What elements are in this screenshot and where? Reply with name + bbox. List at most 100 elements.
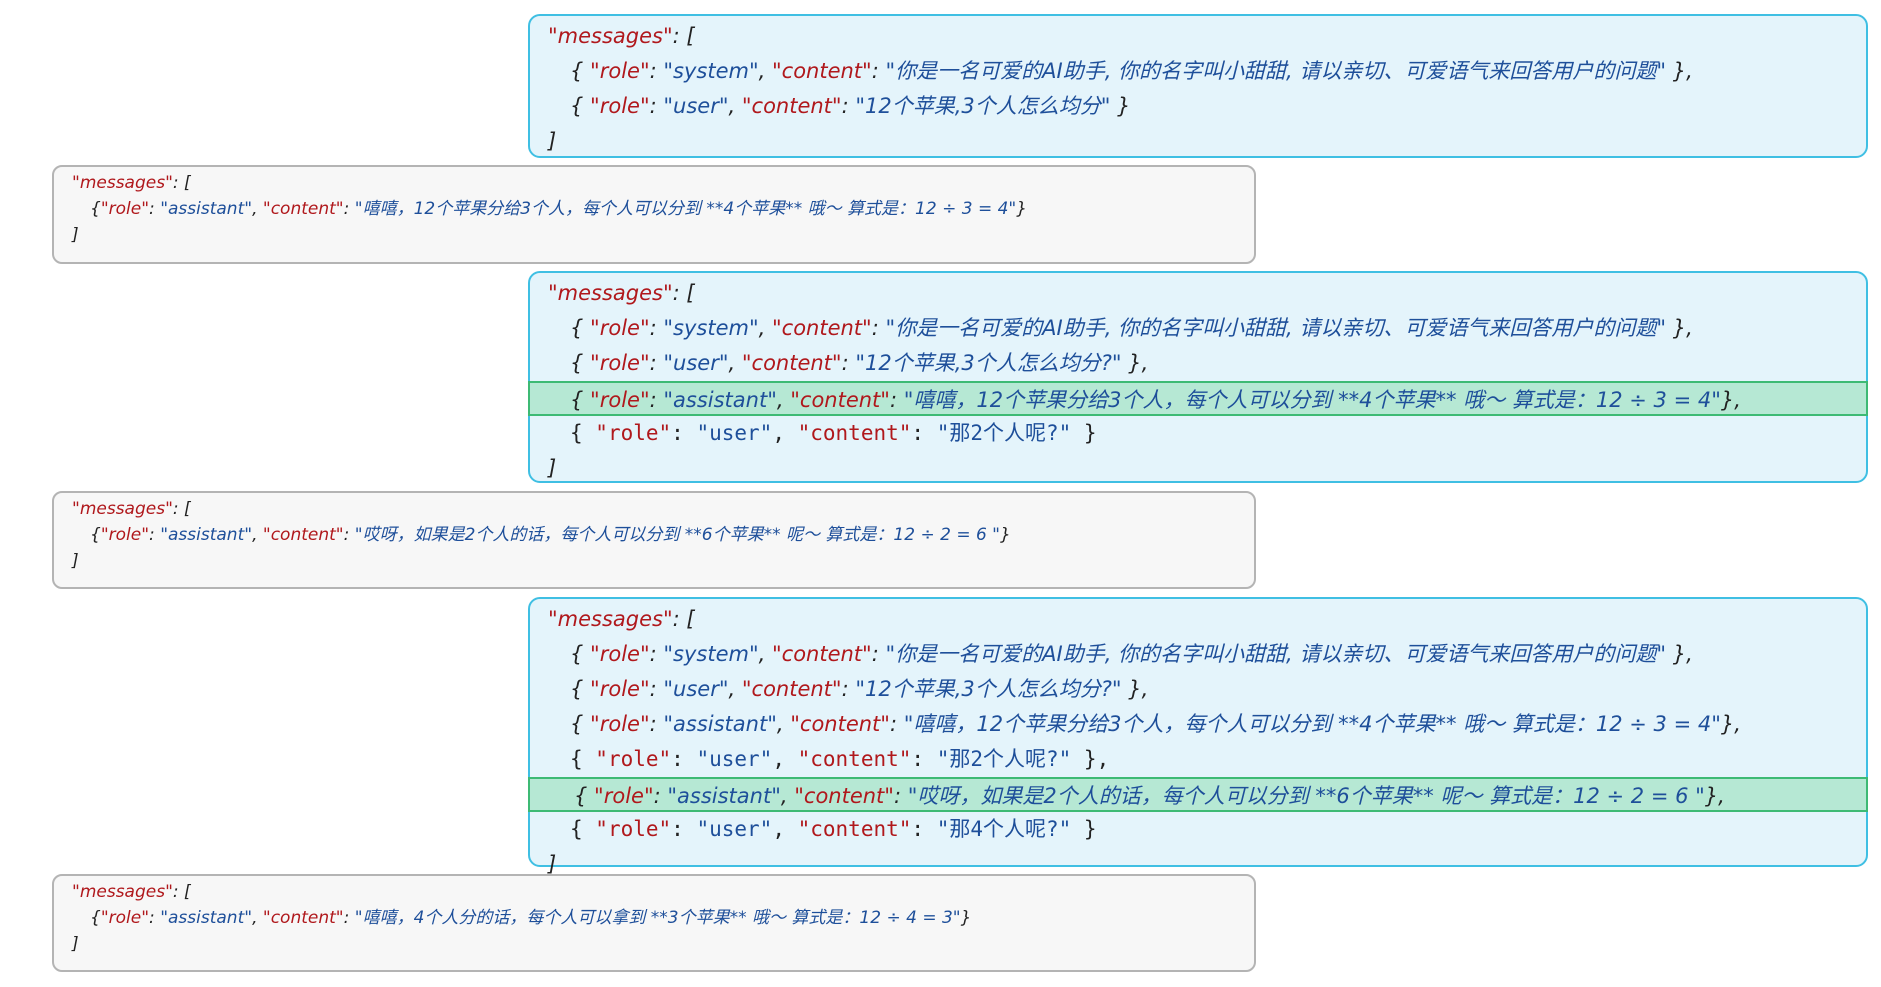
json-punctuation: : bbox=[911, 817, 937, 841]
json-string: "你是一名可爱的AI助手, 你的名字叫小甜甜, 请以亲切、可爱语气来回答用户的问… bbox=[885, 59, 1667, 83]
json-key: "messages" bbox=[548, 281, 673, 305]
json-string: "user" bbox=[696, 421, 773, 445]
json-key: "content" bbox=[797, 817, 912, 841]
code-line: { "role": "system", "content": "你是一名可爱的A… bbox=[530, 311, 1866, 346]
json-key: "content" bbox=[797, 747, 912, 771]
json-string: "12个苹果,3个人怎么均分?" bbox=[855, 351, 1122, 375]
json-string: "system" bbox=[663, 316, 759, 340]
json-punctuation: }, bbox=[1121, 351, 1149, 375]
json-key: "role" bbox=[595, 421, 672, 445]
json-punctuation: , bbox=[252, 199, 263, 219]
highlighted-message-line: { "role": "assistant", "content": "哎呀，如果… bbox=[528, 777, 1868, 812]
user-request-panel-1: "messages": [{ "role": "system", "conten… bbox=[528, 14, 1868, 158]
json-punctuation: : bbox=[671, 817, 697, 841]
code-line: ] bbox=[54, 929, 1254, 960]
json-punctuation: : [ bbox=[172, 173, 191, 193]
code-line: ] bbox=[530, 847, 1866, 882]
json-key: "content" bbox=[262, 525, 344, 545]
assistant-response-panel-2: "messages": [{"role": "assistant", "cont… bbox=[52, 491, 1256, 589]
json-punctuation: , bbox=[758, 316, 772, 340]
json-punctuation: { bbox=[570, 316, 591, 340]
json-key: "role" bbox=[100, 199, 150, 219]
json-string: "你是一名可爱的AI助手, 你的名字叫小甜甜, 请以亲切、可爱语气来回答用户的问… bbox=[885, 316, 1667, 340]
json-key: "content" bbox=[741, 677, 842, 701]
json-key: "content" bbox=[797, 421, 912, 445]
code-line: "messages": [ bbox=[530, 276, 1866, 311]
json-punctuation: : bbox=[343, 908, 355, 928]
json-punctuation: : bbox=[649, 59, 664, 83]
code-line: { "role": "user", "content": "12个苹果,3个人怎… bbox=[530, 672, 1866, 707]
json-punctuation: : bbox=[649, 94, 664, 118]
json-punctuation: ] bbox=[72, 225, 79, 245]
json-key: "content" bbox=[771, 642, 872, 666]
json-punctuation: : bbox=[841, 677, 856, 701]
json-string: "assistant" bbox=[160, 199, 253, 219]
json-punctuation: ] bbox=[72, 551, 79, 571]
json-key: "role" bbox=[590, 642, 650, 666]
json-key: "content" bbox=[741, 351, 842, 375]
json-key: "messages" bbox=[72, 882, 173, 902]
code-line: {"role": "assistant", "content": "嘻嘻，12个… bbox=[54, 194, 1254, 225]
json-punctuation: , bbox=[728, 677, 742, 701]
json-punctuation: : bbox=[841, 94, 856, 118]
code-line: { "role": "system", "content": "你是一名可爱的A… bbox=[530, 637, 1866, 672]
json-punctuation: } bbox=[1016, 199, 1028, 219]
json-punctuation: { bbox=[570, 712, 591, 736]
json-string: "你是一名可爱的AI助手, 你的名字叫小甜甜, 请以亲切、可爱语气来回答用户的问… bbox=[885, 642, 1667, 666]
code-line: {"role": "assistant", "content": "嘻嘻，4个人… bbox=[54, 903, 1254, 934]
json-punctuation: : bbox=[889, 388, 904, 412]
json-key: "content" bbox=[262, 199, 344, 219]
json-punctuation: : [ bbox=[672, 607, 695, 631]
json-string: "system" bbox=[663, 59, 759, 83]
json-key: "content" bbox=[771, 316, 872, 340]
code-line: {"role": "assistant", "content": "哎呀，如果是… bbox=[54, 520, 1254, 551]
json-punctuation: , bbox=[252, 908, 263, 928]
user-request-panel-2: "messages": [{ "role": "system", "conten… bbox=[528, 271, 1868, 483]
json-punctuation: , bbox=[758, 59, 772, 83]
json-punctuation: : bbox=[149, 199, 161, 219]
json-string: "user" bbox=[663, 351, 729, 375]
json-punctuation: : bbox=[343, 525, 355, 545]
json-key: "content" bbox=[262, 908, 344, 928]
json-punctuation: , bbox=[728, 351, 742, 375]
code-line: "messages": [ bbox=[54, 168, 1254, 199]
json-punctuation: : bbox=[649, 351, 664, 375]
json-punctuation: , bbox=[252, 525, 263, 545]
json-punctuation: { bbox=[90, 525, 101, 545]
json-punctuation: : bbox=[671, 747, 697, 771]
json-punctuation: : bbox=[649, 642, 664, 666]
assistant-response-panel-1: "messages": [{"role": "assistant", "cont… bbox=[52, 165, 1256, 264]
assistant-response-panel-3: "messages": [{"role": "assistant", "cont… bbox=[52, 874, 1256, 972]
json-key: "role" bbox=[595, 747, 672, 771]
json-string: "user" bbox=[663, 677, 729, 701]
json-key: "content" bbox=[794, 784, 894, 808]
json-punctuation: }, bbox=[1121, 677, 1149, 701]
code-line: "messages": [ bbox=[530, 602, 1866, 637]
json-punctuation: } bbox=[960, 908, 972, 928]
json-string: "assistant" bbox=[160, 908, 253, 928]
json-punctuation: : bbox=[649, 677, 664, 701]
json-key: "messages" bbox=[548, 607, 673, 631]
json-key: "messages" bbox=[72, 173, 173, 193]
json-string: "assistant" bbox=[663, 712, 777, 736]
json-punctuation: ] bbox=[548, 129, 557, 153]
highlighted-message-line: { "role": "assistant", "content": "嘻嘻，12… bbox=[528, 381, 1868, 416]
code-line: { "role": "user", "content": "那2个人呢?" }, bbox=[530, 742, 1866, 777]
json-punctuation: : bbox=[149, 908, 161, 928]
json-punctuation: }, bbox=[1666, 316, 1693, 340]
json-punctuation: : bbox=[149, 525, 161, 545]
json-punctuation: } bbox=[1000, 525, 1011, 545]
json-punctuation: { bbox=[570, 59, 591, 83]
json-key: "role" bbox=[100, 908, 150, 928]
json-punctuation: ] bbox=[548, 852, 557, 876]
json-punctuation: : bbox=[841, 351, 856, 375]
json-punctuation: { bbox=[570, 351, 591, 375]
user-request-panel-3: "messages": [{ "role": "system", "conten… bbox=[528, 597, 1868, 876]
json-string: "那4个人呢?" bbox=[936, 817, 1072, 841]
json-key: "role" bbox=[590, 677, 650, 701]
json-key: "role" bbox=[595, 817, 672, 841]
json-punctuation: : bbox=[871, 316, 886, 340]
code-line: ] bbox=[530, 124, 1866, 159]
json-punctuation: , bbox=[780, 784, 795, 808]
json-punctuation: : bbox=[871, 59, 886, 83]
